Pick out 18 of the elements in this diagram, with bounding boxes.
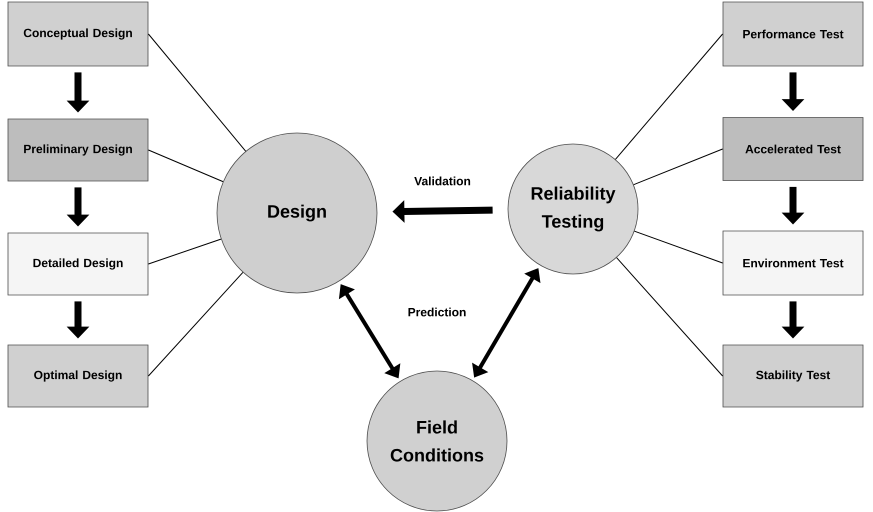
connector-line: [148, 272, 244, 376]
connector-line: [148, 150, 224, 182]
connector-line: [616, 257, 724, 376]
connector-line: [148, 238, 222, 264]
process-box: Environment Test: [722, 230, 864, 296]
process-box: Optimal Design: [8, 344, 148, 408]
process-box: Stability Test: [722, 344, 864, 408]
connector-line: [615, 34, 724, 160]
process-box: Accelerated Test: [722, 117, 864, 181]
process-box: Conceptual Design: [8, 2, 148, 66]
process-box: Preliminary Design: [8, 118, 148, 182]
annotation-label: Prediction: [408, 308, 466, 316]
process-box: Detailed Design: [8, 232, 148, 296]
connector-line: [633, 148, 724, 186]
edge-label: Validation: [414, 176, 470, 186]
process-box: Performance Test: [722, 2, 864, 66]
connector-line: [634, 230, 724, 264]
connector-line: [148, 34, 246, 152]
